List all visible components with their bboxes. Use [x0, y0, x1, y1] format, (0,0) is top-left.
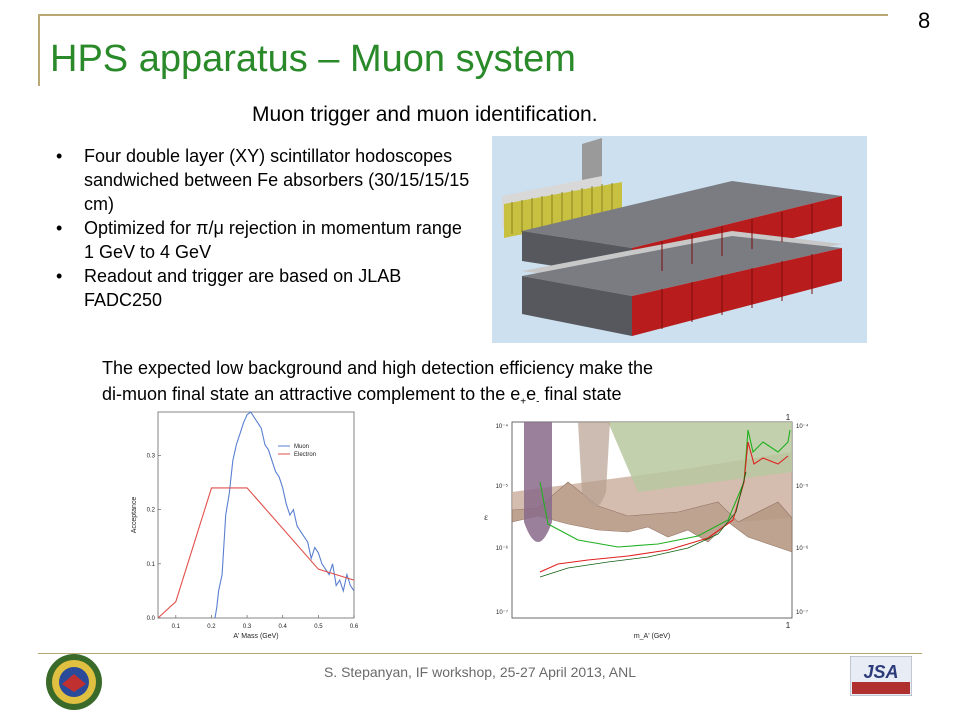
x-axis-label: m_A' (GeV) [634, 633, 670, 640]
excluded-region-collider [511, 481, 793, 553]
slide-subtitle: Muon trigger and muon identification. [252, 103, 598, 126]
x-tick-label: 0.2 [207, 624, 216, 630]
y-tick-label: 10⁻⁵ [496, 483, 509, 490]
right-y-tick-label: 10⁻⁴ [796, 423, 809, 430]
svg-text:JSA: JSA [863, 662, 898, 682]
x-tick-label: 1 [786, 621, 791, 630]
x-axis-label: A' Mass (GeV) [233, 633, 278, 640]
top-border-line [38, 14, 888, 16]
legend-label: Muon [294, 444, 309, 450]
slide-title: HPS apparatus – Muon system [50, 38, 576, 80]
bullet-marker: • [56, 266, 63, 286]
slide-number: 8 [918, 8, 931, 33]
y-tick-label: 10⁻⁴ [496, 423, 509, 430]
y-tick-label: 10⁻⁶ [496, 545, 509, 552]
x-tick-label-top: 1 [786, 413, 791, 422]
bullet-marker: • [56, 218, 63, 238]
series-line-green [539, 429, 791, 548]
x-tick-label: 0.6 [350, 624, 359, 630]
bullet-text: Readout and trigger are based on JLAB FA… [84, 266, 402, 310]
doe-seal-logo [46, 654, 102, 710]
series-line-dark [539, 471, 747, 578]
bullet-text: Four double layer (XY) scintillator hodo… [84, 146, 470, 214]
x-tick-label: 0.1 [172, 624, 181, 630]
series-line-muon [214, 411, 355, 619]
x-tick-label: 0.4 [279, 624, 288, 630]
series-line-red [539, 441, 789, 573]
y-axis-label: Acceptance [131, 497, 138, 534]
muon-detector-render [492, 136, 867, 343]
jsa-logo: JSA [850, 656, 912, 696]
bullet-item: • Readout and trigger are based on JLAB F… [56, 264, 476, 312]
paragraph-line-2: di-muon final state an attractive comple… [102, 384, 622, 408]
excluded-region-test-run [578, 422, 610, 507]
y-tick-label: 0.0 [147, 616, 156, 622]
footer-divider [38, 653, 922, 654]
x-tick-label: 0.5 [314, 624, 323, 630]
y-tick-label: 0.2 [147, 508, 156, 514]
bullet-item: • Optimized for π/μ rejection in momentum… [56, 216, 476, 264]
right-y-tick-label: 10⁻⁶ [796, 545, 809, 552]
bullet-text: Optimized for π/μ rejection in momentum … [84, 218, 462, 262]
y-tick-label: 10⁻⁷ [496, 609, 508, 616]
paragraph-line-1: The expected low background and high det… [102, 358, 654, 378]
plot-frame [157, 411, 355, 619]
x-tick-label: 0.3 [243, 624, 252, 630]
y-axis-label: ε [484, 512, 488, 522]
right-y-tick-label: 10⁻⁷ [796, 609, 808, 616]
bullet-list: • Four double layer (XY) scintillator hod… [56, 144, 476, 312]
left-border-line [38, 14, 40, 86]
series-line-electron [157, 487, 355, 619]
y-tick-label: 0.1 [147, 562, 156, 568]
acceptance-plot: 0.1 0.2 0.3 0.4 0.5 0.6 0.0 0.1 0.2 0.3 A' Mass (G… [131, 411, 359, 640]
excluded-region-apex [524, 422, 552, 542]
excluded-region-g-2 [608, 422, 792, 492]
legend-label: Electron [294, 452, 316, 458]
bullet-item: • Four double layer (XY) scintillator hod… [56, 144, 476, 216]
bullet-marker: • [56, 146, 63, 166]
y-tick-label: 0.3 [147, 453, 156, 459]
sensitivity-plot: 10⁻⁴ 10⁻⁵ 10⁻⁶ 10⁻⁷ 10⁻⁴ 10⁻⁵ 10⁻⁶ 10⁻⁷ 1 1 m_A' (… [484, 413, 809, 640]
footer-text: S. Stepanyan, IF workshop, 25-27 April 2… [323, 664, 637, 680]
right-y-tick-label: 10⁻⁵ [796, 483, 809, 490]
summary-paragraph: The expected low background and high det… [102, 355, 862, 416]
